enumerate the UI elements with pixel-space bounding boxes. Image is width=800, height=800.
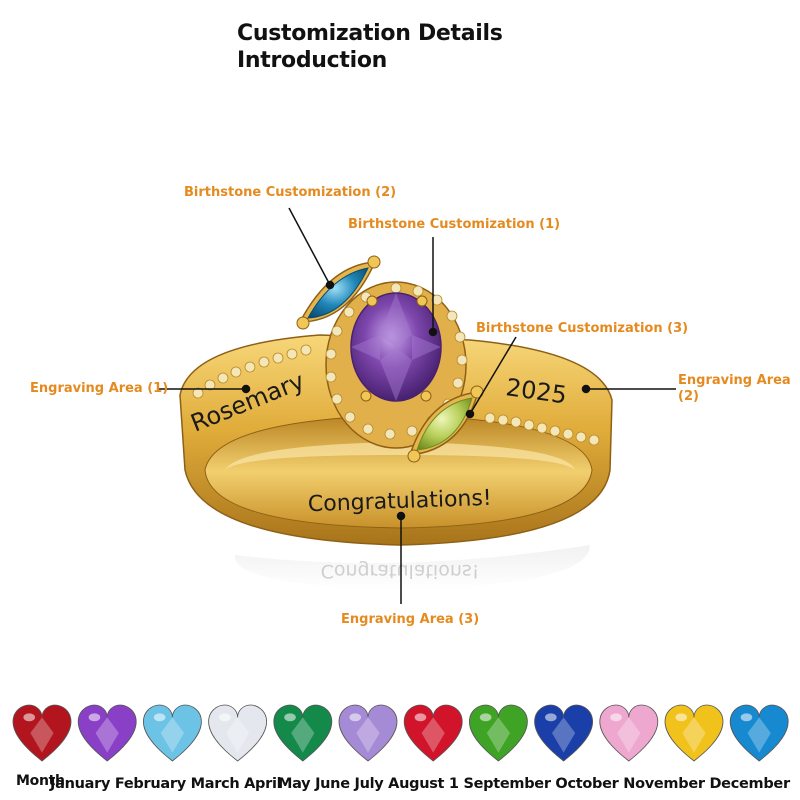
title-line-2: Introduction (237, 48, 388, 73)
inner-engraving-reflection: Congratulations! (321, 560, 480, 582)
tourmaline-heart-icon (599, 704, 659, 762)
pave-stones-right (484, 412, 600, 446)
peridot-marquise-stone (407, 385, 484, 463)
callout-lines (158, 207, 676, 604)
pave-stones-left (192, 344, 312, 399)
callout-birthstone-2: Birthstone Customization (2) (184, 185, 397, 200)
callout-birthstone-3: Birthstone Customization (3) (476, 321, 689, 336)
month-labels-group-1: January February March April (50, 776, 282, 792)
blue-marquise-stone (296, 255, 381, 330)
callout-engraving-2: Engraving Area (2) (678, 373, 791, 405)
garnet-heart-icon (12, 704, 72, 762)
page-title: Customization Details Introduction (237, 20, 503, 74)
emerald-heart-icon (273, 704, 333, 762)
topaz-heart-icon (729, 704, 789, 762)
peridot-heart-icon (468, 704, 528, 762)
callout-engraving-1: Engraving Area (1) (30, 381, 169, 396)
ring-inner-band (204, 414, 593, 529)
diamond-heart-icon (208, 704, 268, 762)
ring-reflection (234, 545, 590, 590)
birthstone-hearts (12, 704, 789, 762)
ruby-heart-icon (403, 704, 463, 762)
citrine-heart-icon (664, 704, 724, 762)
callout-engraving-2-line-1: Engraving Area (678, 373, 791, 388)
amethyst-heart-icon (77, 704, 137, 762)
callout-engraving-2-line-2: (2) (678, 389, 699, 404)
month-labels-group-2: May June July August 1 September October… (278, 776, 790, 792)
main-prongs (360, 295, 432, 402)
month-prefix-label: Month (16, 773, 65, 789)
callout-engraving-3: Engraving Area (3) (341, 612, 480, 627)
sapphire-heart-icon (534, 704, 594, 762)
main-amethyst-stone (350, 292, 442, 402)
title-line-1: Customization Details (237, 21, 503, 46)
alexandrite-heart-icon (338, 704, 398, 762)
callout-birthstone-1: Birthstone Customization (1) (348, 217, 561, 232)
aquamarine-heart-icon (142, 704, 202, 762)
